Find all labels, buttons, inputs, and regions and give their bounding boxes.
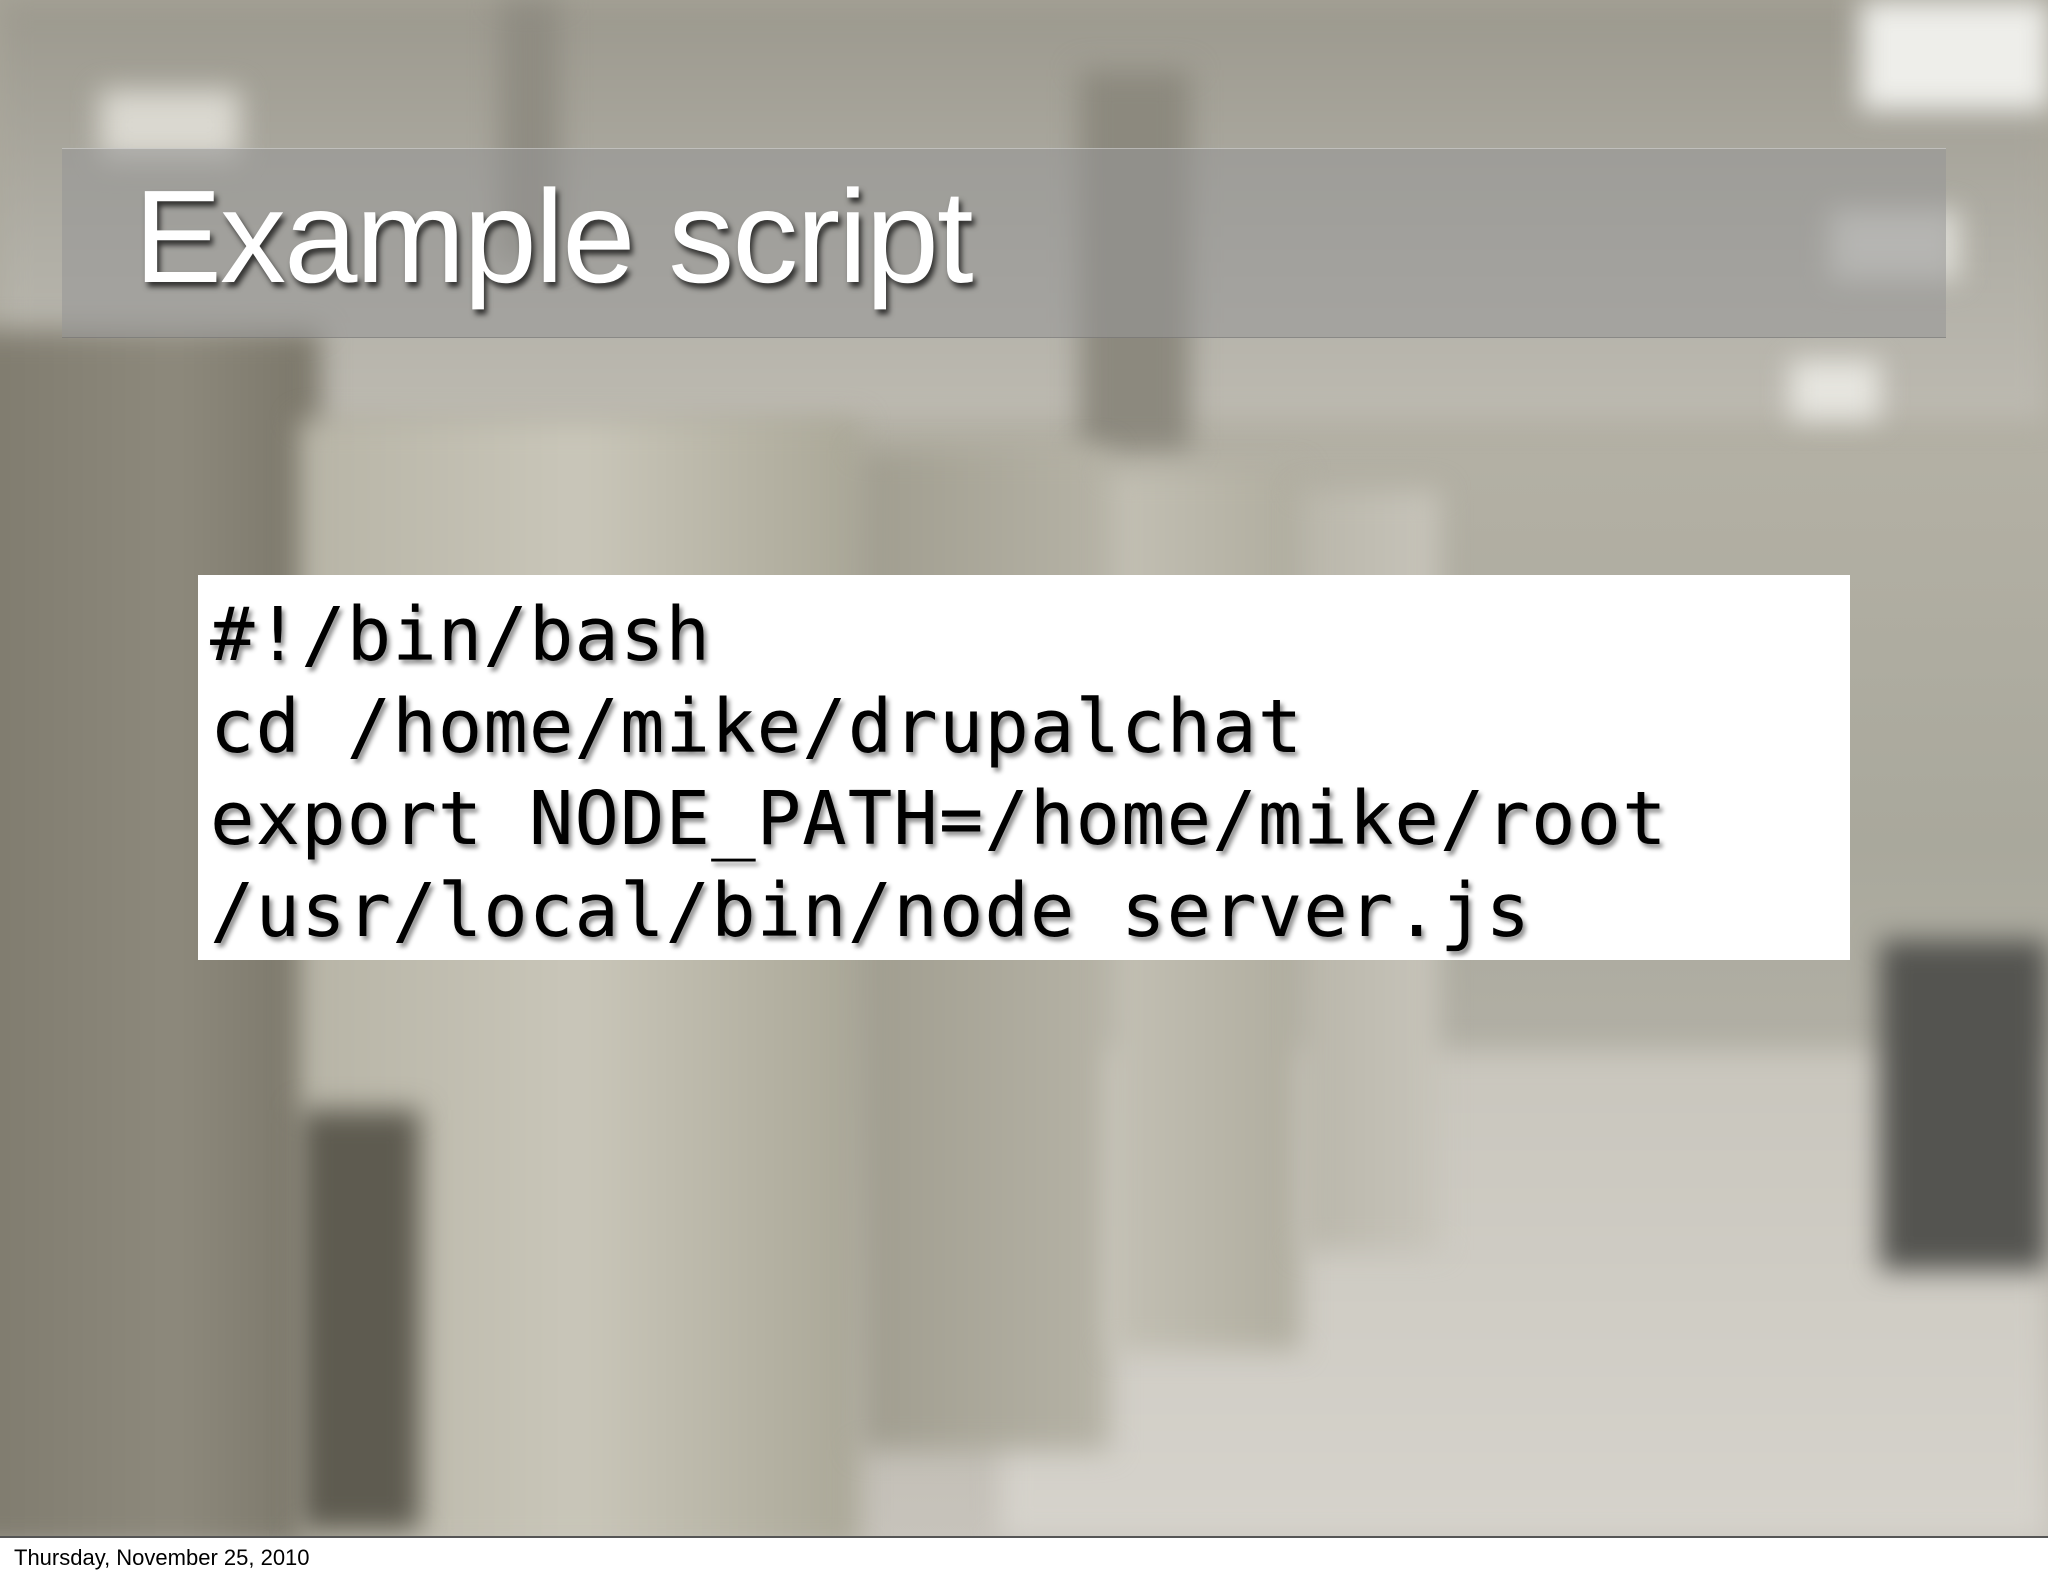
background-ceiling-light	[1860, 0, 2048, 110]
footer-date: Thursday, November 25, 2010	[14, 1545, 310, 1570]
background-cabinet-door	[300, 1110, 420, 1530]
code-line: cd /home/mike/drupalchat	[210, 684, 1304, 770]
slide: Example script #!/bin/bash cd /home/mike…	[0, 0, 2048, 1536]
footer: Thursday, November 25, 2010	[0, 1536, 2048, 1576]
code-box: #!/bin/bash cd /home/mike/drupalchat exp…	[198, 575, 1850, 960]
code-line: #!/bin/bash	[210, 592, 712, 678]
code-line: export NODE_PATH=/home/mike/root	[210, 776, 1668, 862]
background-equipment	[1880, 940, 2048, 1270]
slide-title: Example script	[134, 163, 974, 310]
background-ceiling-light	[1790, 360, 1880, 420]
code-line: /usr/local/bin/node server.js	[210, 868, 1532, 954]
title-bar	[62, 148, 1946, 338]
